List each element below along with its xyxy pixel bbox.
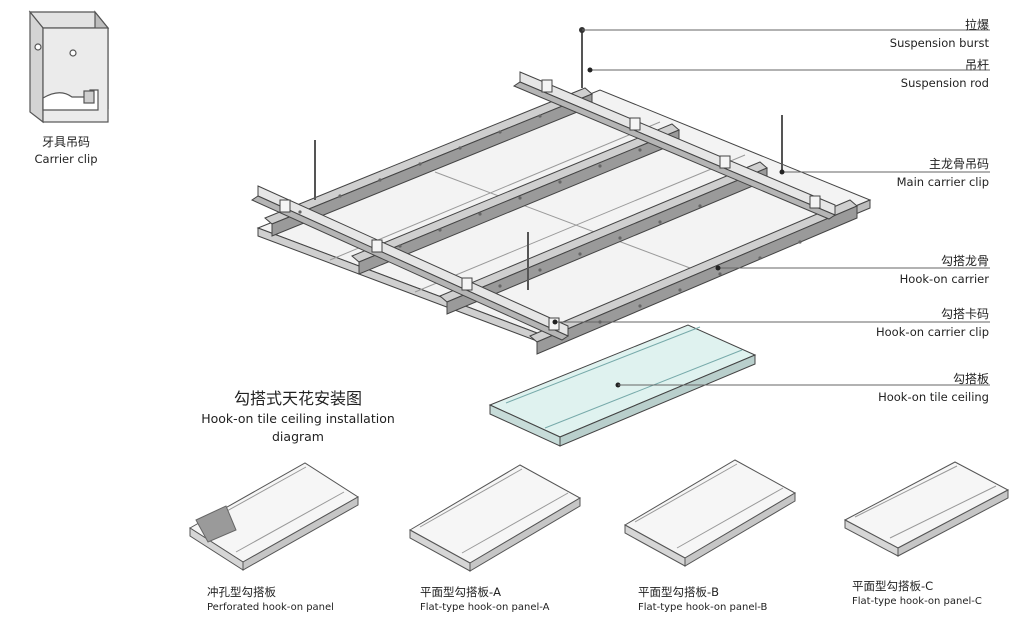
hook-on-tile — [488, 324, 757, 447]
suspension-rod — [314, 30, 783, 290]
callout-label-cn: 吊杆 — [964, 58, 989, 72]
ceiling-base-panel — [256, 89, 872, 337]
callout-label-en: Hook-on carrier clip — [875, 325, 989, 339]
panel-label-en: Flat-type hook-on panel-C — [852, 596, 982, 607]
callout-hook-on-carrier: 勾搭龙骨 Hook-on carrier — [900, 252, 989, 288]
carrier-clip-label: 牙具吊码 Carrier clip — [22, 134, 110, 168]
panel-label-cn: 平面型勾搭板-A — [420, 585, 502, 599]
panel-label-cn: 平面型勾搭板-C — [852, 579, 934, 593]
callout-label-cn: 勾搭龙骨 — [940, 254, 989, 268]
callout-label-en: Suspension rod — [900, 76, 989, 90]
callout-hook-on-tile-ceiling: 勾搭板 Hook-on tile ceiling — [878, 370, 989, 406]
callout-label-en: Hook-on tile ceiling — [878, 390, 989, 404]
panel-label-en: Flat-type hook-on panel-B — [638, 602, 768, 613]
callout-label-en: Suspension burst — [889, 36, 989, 50]
panel-label-flat-a: 平面型勾搭板-A Flat-type hook-on panel-A — [420, 584, 549, 616]
diagram-title-en: Hook-on tile ceiling installation diagra… — [201, 411, 395, 444]
main-carrier-rail — [529, 199, 858, 355]
callout-label-cn: 勾搭板 — [952, 372, 989, 386]
ceiling-assembly — [250, 27, 872, 355]
carrier-clip-label-cn: 牙具吊码 — [41, 135, 90, 149]
panel-label-cn: 冲孔型勾搭板 — [207, 585, 276, 599]
diagram-title-cn: 勾搭式天花安装图 — [233, 389, 362, 408]
panel-label-en: Flat-type hook-on panel-A — [420, 602, 550, 613]
panel-variant-perforated — [189, 462, 359, 571]
callout-label-cn: 拉爆 — [964, 18, 989, 32]
panel-variant-flat-c — [843, 461, 1010, 557]
callout-dots — [552, 67, 785, 325]
panel-variant-flat-b — [623, 459, 797, 567]
carrier-clip-label-en: Carrier clip — [34, 152, 98, 166]
panel-label-cn: 平面型勾搭板-B — [638, 585, 720, 599]
callout-suspension-burst: 拉爆 Suspension burst — [890, 16, 989, 52]
carrier-clip-illustration — [28, 10, 110, 124]
panel-label-flat-c: 平面型勾搭板-C Flat-type hook-on panel-C — [852, 578, 982, 610]
callout-label-en: Main carrier clip — [896, 175, 989, 189]
callout-label-cn: 主龙骨吊码 — [928, 157, 989, 171]
callout-leaders — [555, 29, 990, 386]
diagram-title: 勾搭式天花安装图 Hook-on tile ceiling installati… — [178, 388, 418, 446]
panel-label-en: Perforated hook-on panel — [207, 602, 334, 613]
panel-label-perforated: 冲孔型勾搭板 Perforated hook-on panel — [207, 584, 334, 616]
callout-label-en: Hook-on carrier — [899, 272, 989, 286]
panel-variant-flat-a — [408, 464, 582, 572]
callout-main-carrier-clip: 主龙骨吊码 Main carrier clip — [897, 155, 989, 191]
callout-label-cn: 勾搭卡码 — [940, 307, 989, 321]
callout-suspension-rod: 吊杆 Suspension rod — [901, 56, 989, 92]
callout-hook-on-carrier-clip: 勾搭卡码 Hook-on carrier clip — [876, 305, 989, 341]
panel-label-flat-b: 平面型勾搭板-B Flat-type hook-on panel-B — [638, 584, 767, 616]
